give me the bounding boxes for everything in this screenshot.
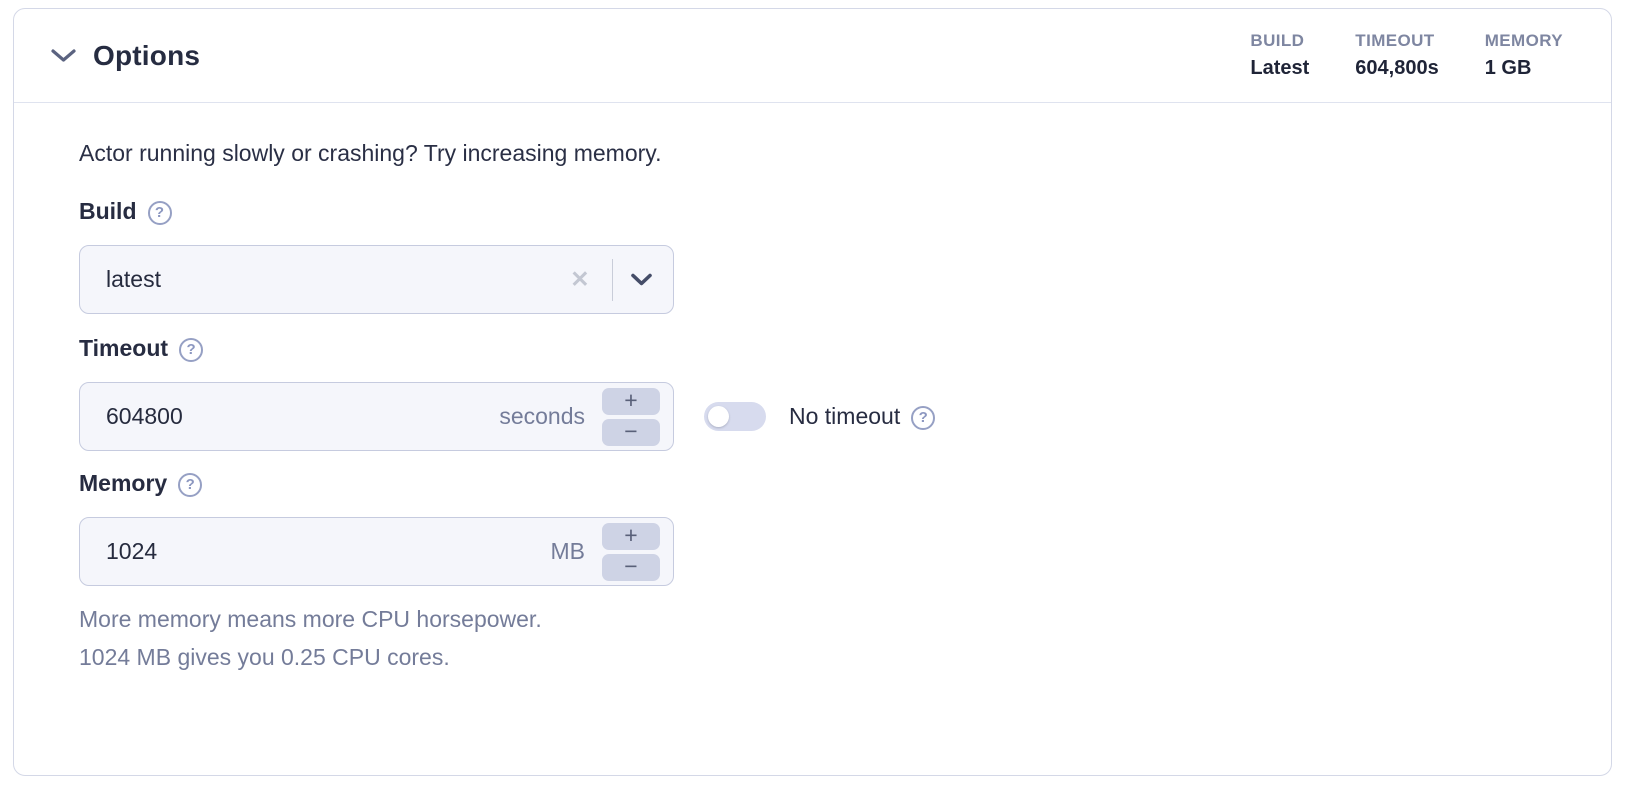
- timeout-input-box: seconds + −: [79, 382, 674, 451]
- build-select-value: latest: [106, 266, 161, 292]
- summary-memory: MEMORY 1 GB: [1485, 31, 1563, 80]
- timeout-unit-label: seconds: [499, 403, 585, 429]
- summary-build: BUILD Latest: [1250, 31, 1309, 80]
- memory-label-row: Memory ?: [79, 470, 1563, 497]
- no-timeout-label: No timeout: [789, 403, 901, 429]
- memory-label: Memory: [79, 470, 168, 496]
- memory-help-line-1: More memory means more CPU horsepower.: [79, 606, 542, 632]
- memory-hint-text: Actor running slowly or crashing? Try in…: [79, 140, 662, 166]
- memory-input-box: MB + −: [79, 517, 674, 586]
- clear-build-icon[interactable]: ✕: [570, 266, 590, 292]
- memory-help-line-2: 1024 MB gives you 0.25 CPU cores.: [79, 644, 450, 670]
- build-help-icon[interactable]: ?: [147, 200, 172, 225]
- memory-help-icon[interactable]: ?: [178, 472, 203, 497]
- no-timeout-help-icon[interactable]: ?: [911, 405, 936, 430]
- timeout-help-icon[interactable]: ?: [179, 337, 204, 362]
- chevron-down-icon: [50, 47, 77, 64]
- memory-help-text: More memory means more CPU horsepower. 1…: [79, 600, 1563, 676]
- memory-field: Memory ? MB + − More memory means more C…: [79, 470, 1563, 676]
- timeout-row: seconds + − No timeout ?: [79, 382, 1563, 451]
- summary-memory-label: MEMORY: [1484, 31, 1563, 50]
- memory-unit-label: MB: [550, 538, 586, 564]
- select-divider: [611, 258, 613, 301]
- no-timeout-toggle[interactable]: [704, 402, 766, 431]
- summary-timeout-value: 604,800s: [1355, 57, 1439, 79]
- memory-stepper: + −: [602, 522, 660, 581]
- options-summary: BUILD Latest TIMEOUT 604,800s MEMORY 1 G…: [1250, 31, 1563, 80]
- collapse-options-button[interactable]: [50, 47, 77, 64]
- build-label: Build: [79, 198, 137, 224]
- memory-input[interactable]: [106, 538, 543, 565]
- summary-build-value: Latest: [1250, 57, 1310, 79]
- timeout-increment-button[interactable]: +: [602, 387, 660, 415]
- timeout-label-row: Timeout ?: [79, 335, 1563, 362]
- options-panel-header: Options BUILD Latest TIMEOUT 604,800s ME…: [14, 9, 1611, 103]
- memory-decrement-button[interactable]: −: [602, 553, 660, 581]
- build-label-row: Build ?: [79, 198, 1563, 225]
- chevron-down-icon: [630, 272, 653, 287]
- build-dropdown-button[interactable]: [630, 272, 653, 287]
- summary-timeout-label: TIMEOUT: [1355, 31, 1435, 50]
- build-field: Build ? latest ✕: [79, 198, 1563, 314]
- timeout-input[interactable]: [106, 403, 492, 430]
- build-select[interactable]: latest ✕: [79, 245, 674, 314]
- timeout-decrement-button[interactable]: −: [602, 418, 660, 446]
- page-title: Options: [93, 39, 201, 71]
- memory-increment-button[interactable]: +: [602, 522, 660, 550]
- timeout-field: Timeout ? seconds + − No timeout ?: [79, 335, 1563, 451]
- timeout-label: Timeout: [79, 335, 169, 361]
- options-panel-body: Actor running slowly or crashing? Try in…: [14, 103, 1611, 676]
- summary-memory-value: 1 GB: [1484, 57, 1532, 79]
- toggle-knob: [708, 406, 729, 427]
- timeout-stepper: + −: [602, 387, 660, 446]
- summary-build-label: BUILD: [1250, 31, 1305, 50]
- summary-timeout: TIMEOUT 604,800s: [1355, 31, 1438, 80]
- options-panel: Options BUILD Latest TIMEOUT 604,800s ME…: [13, 8, 1612, 776]
